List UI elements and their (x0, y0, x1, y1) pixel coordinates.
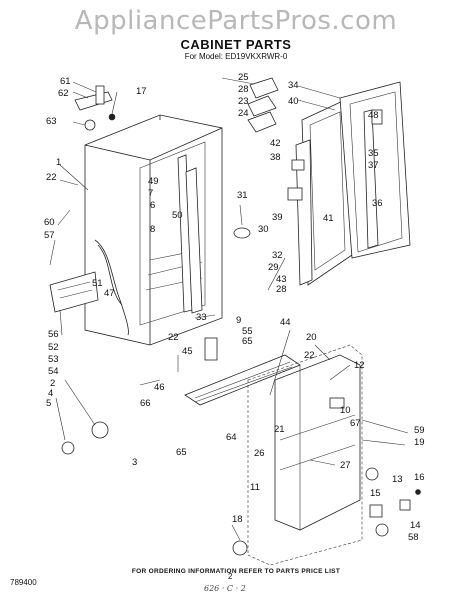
page-number: 2 (228, 572, 233, 581)
leader-lines (49, 77, 409, 541)
callout-53: 53 (48, 354, 59, 365)
callout-6: 6 (150, 200, 155, 211)
control-panel (49, 239, 129, 336)
hinge-brackets (247, 77, 279, 133)
callout-47: 47 (104, 288, 115, 299)
callout-66: 66 (140, 398, 151, 409)
drawer-assembly (184, 344, 363, 566)
document-number: 789400 (10, 578, 37, 587)
callout-32: 32 (272, 250, 283, 261)
callout-30: 30 (258, 224, 269, 235)
callout-27: 27 (340, 460, 351, 471)
callout-42: 42 (270, 138, 281, 149)
callout-67: 67 (350, 418, 361, 429)
callout-26: 26 (254, 448, 265, 459)
watermark: AppliancePartsPros.com (74, 6, 398, 36)
callout-10: 10 (340, 405, 351, 416)
callout-41: 41 (323, 213, 334, 224)
callout-20: 20 (306, 332, 317, 343)
callout-61: 61 (60, 76, 71, 87)
callout-labels: 61 62 17 63 25 28 23 24 34 40 48 35 42 3… (44, 72, 425, 543)
callout-65-b: 65 (176, 447, 187, 458)
cabinet-body (84, 114, 223, 346)
callout-22-b: 22 (168, 332, 179, 343)
callout-44: 44 (280, 317, 291, 328)
callout-43: 43 (276, 274, 287, 285)
callout-55: 55 (242, 326, 253, 337)
callout-34: 34 (288, 80, 299, 91)
callout-33: 33 (196, 312, 207, 323)
callout-38: 38 (270, 152, 281, 163)
callout-13: 13 (392, 474, 403, 485)
callout-31: 31 (237, 190, 248, 201)
callout-15: 15 (370, 488, 381, 499)
handwritten-note: 626 · C · 2 (204, 584, 246, 593)
callout-3: 3 (132, 457, 137, 468)
callout-64: 64 (226, 432, 237, 443)
callout-8: 8 (150, 224, 155, 235)
callout-28-b: 28 (276, 284, 287, 295)
callout-9: 9 (236, 315, 241, 326)
callout-39: 39 (272, 212, 283, 223)
callout-65-a: 65 (242, 336, 253, 347)
door-panels (295, 81, 411, 286)
callout-46: 46 (154, 382, 165, 393)
callout-35: 35 (368, 148, 379, 159)
callout-62: 62 (58, 88, 69, 99)
callout-24: 24 (238, 108, 249, 119)
callout-51: 51 (92, 278, 103, 289)
callout-63: 63 (46, 116, 57, 127)
model-line: For Model: ED19VKXRWR-0 (184, 52, 288, 61)
callout-36: 36 (372, 198, 383, 209)
callout-19: 19 (414, 437, 425, 448)
ordering-note: FOR ORDERING INFORMATION REFER TO PARTS … (131, 568, 341, 575)
callout-37: 37 (368, 160, 379, 171)
callout-14: 14 (410, 520, 421, 531)
callout-12: 12 (354, 360, 365, 371)
callout-16: 16 (414, 472, 425, 483)
callout-28: 28 (238, 84, 249, 95)
callout-18: 18 (232, 514, 243, 525)
callout-21: 21 (274, 424, 285, 435)
callout-5: 5 (46, 398, 51, 409)
callout-23: 23 (238, 96, 249, 107)
callout-22-a: 22 (46, 172, 57, 183)
callout-58: 58 (408, 532, 419, 543)
door-clips (233, 109, 383, 239)
callout-52: 52 (48, 342, 59, 353)
callout-45: 45 (182, 346, 193, 357)
callout-56: 56 (48, 329, 59, 340)
callout-54: 54 (48, 366, 59, 377)
callout-11: 11 (250, 482, 260, 493)
callout-48: 48 (368, 110, 379, 121)
callout-25: 25 (238, 72, 249, 83)
diagram-title: CABINET PARTS (180, 37, 292, 52)
callout-50: 50 (172, 210, 183, 221)
callout-4: 4 (48, 388, 53, 399)
callout-1: 1 (56, 157, 61, 168)
callout-7: 7 (148, 188, 153, 199)
callout-40: 40 (288, 96, 299, 107)
callout-57: 57 (44, 230, 55, 241)
callout-17: 17 (136, 86, 147, 97)
hardware-parts (61, 337, 421, 556)
callout-59: 59 (414, 425, 425, 436)
callout-2: 2 (50, 378, 55, 389)
callout-29: 29 (268, 262, 279, 273)
callout-22-c: 22 (304, 350, 315, 361)
callout-60: 60 (44, 217, 55, 228)
top-hinge (74, 85, 116, 131)
callout-49: 49 (148, 176, 159, 187)
